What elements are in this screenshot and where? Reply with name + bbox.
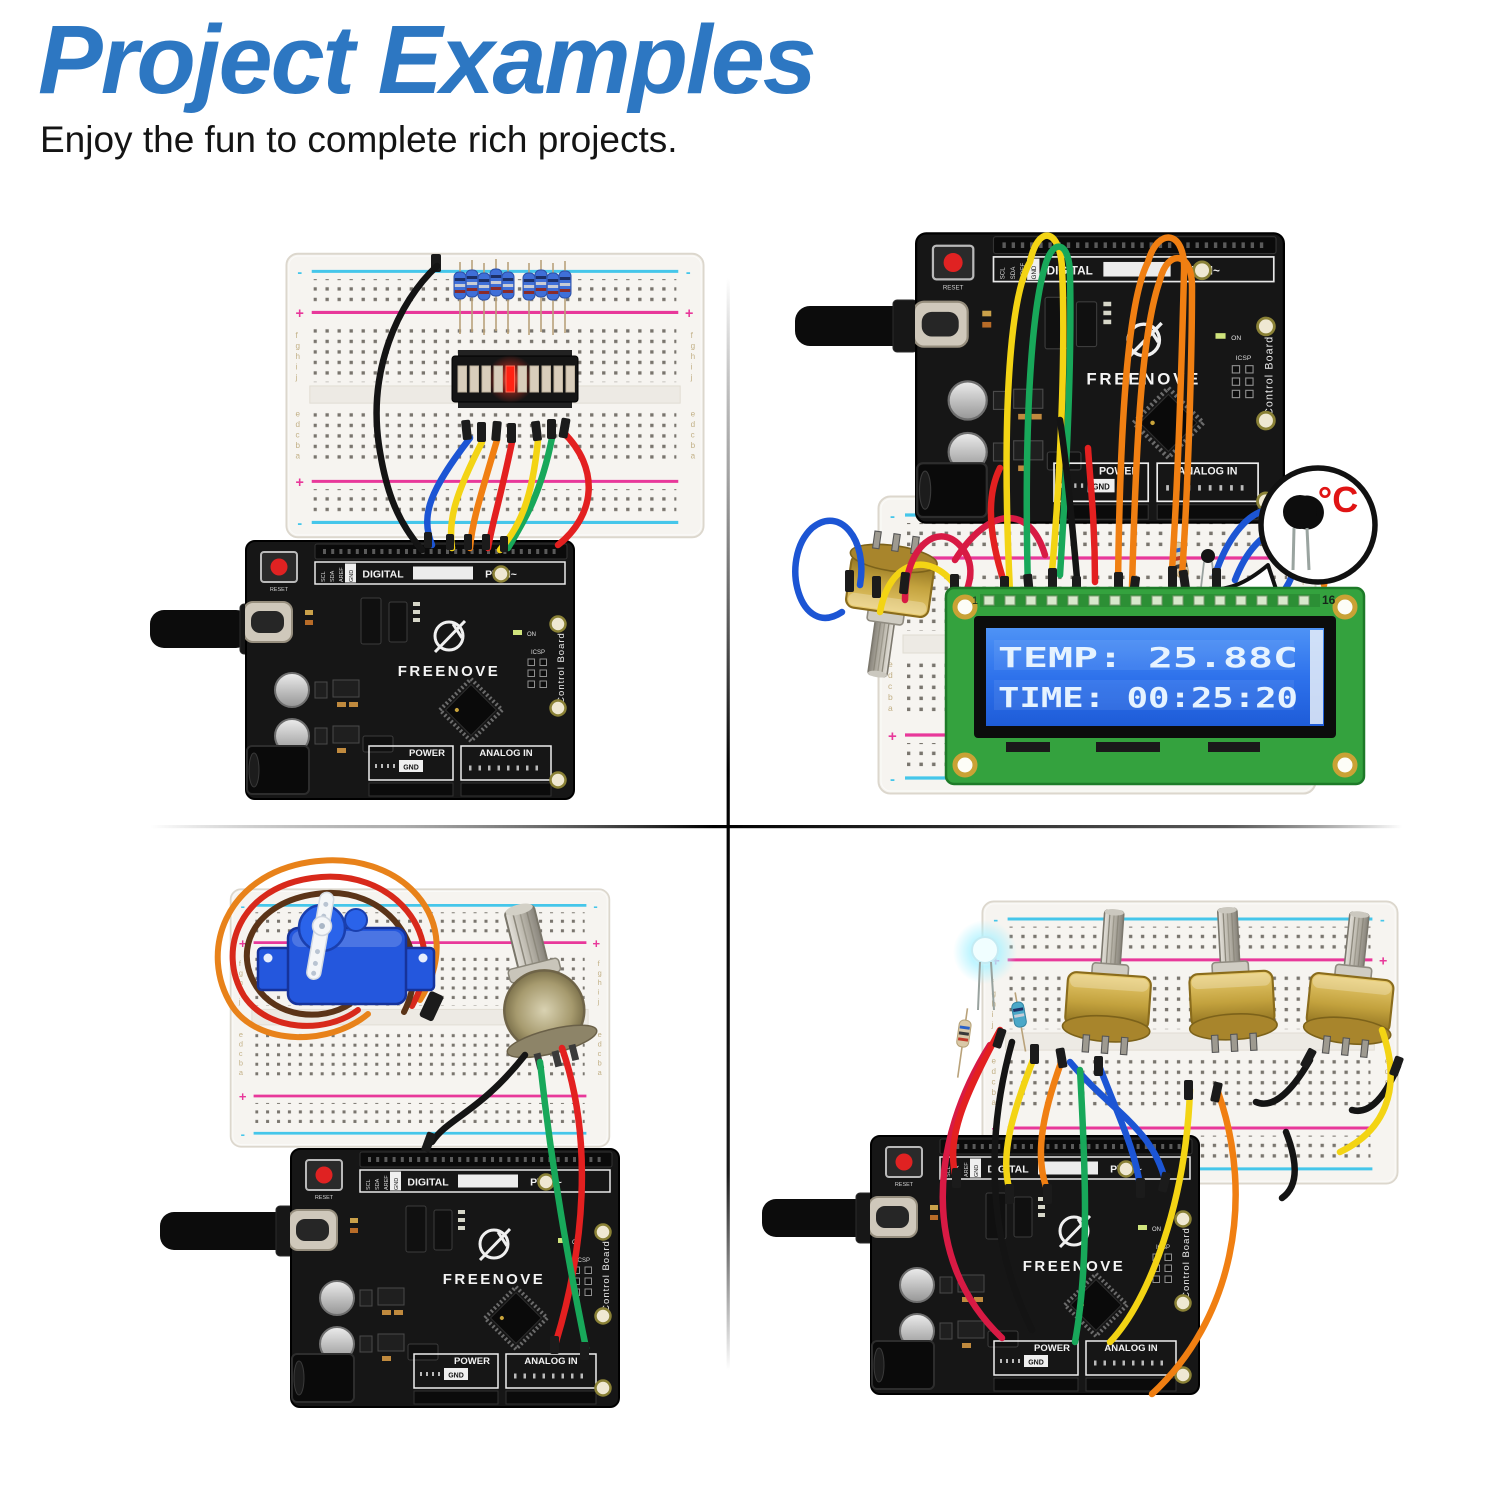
divider-horizontal [150,825,1402,829]
project-led-pots [762,900,1405,1398]
project-led-bargraph [150,252,705,799]
potentiometers [1059,903,1405,1061]
control-board [914,233,1284,522]
wire-connectors [424,417,571,552]
led [953,920,1017,1011]
jumper-wires [373,254,592,554]
usb-cable [795,299,918,353]
jumper-wires [939,1026,1404,1398]
divider-vertical [726,278,730,1370]
control-board [869,1136,1199,1394]
pin16-label: 16 [1322,593,1336,607]
lcd-pin-header: 1 16 [972,593,1336,607]
usb-cable [160,1205,301,1257]
lcd-mounting-holes [952,594,1358,778]
page-header: Project Examples Enjoy the fun to comple… [38,5,817,161]
jumper-wires [421,1044,590,1360]
lcd-line2: TIME: 00:25:20 [998,681,1298,714]
celsius-label: °C [1318,479,1358,520]
control-board [244,541,574,799]
pin1-label: 1 [972,595,978,607]
lcd-module: 1 16 TEMP: 25.88C TIME: 00:25:20 [944,586,1366,786]
potentiometer [503,903,598,1070]
page-title: Project Examples [38,5,817,114]
thermistor-icon [1283,495,1324,571]
resistors [956,992,1027,1078]
lcd-line1: TEMP: 25.88C [998,641,1298,674]
wire-connectors [952,1027,1404,1204]
led-bargraph [451,350,579,408]
project-servo-pot [160,857,619,1407]
servo-motor [214,857,444,1040]
usb-cable [762,1192,881,1244]
lit-led-segment [505,365,515,393]
project-lcd-thermometer: °C [792,233,1378,795]
page-subtitle: Enjoy the fun to complete rich projects. [40,118,678,160]
